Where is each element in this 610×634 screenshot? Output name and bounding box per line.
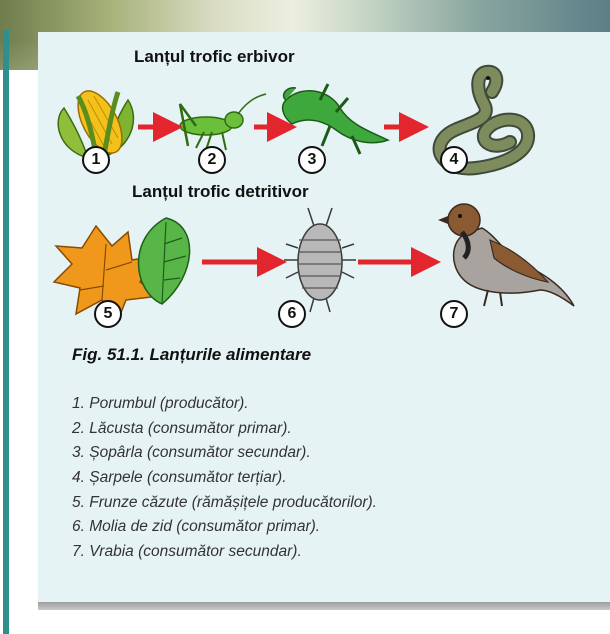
legend-item: 7. Vrabia (consumător secundar). (72, 540, 377, 565)
organism-number-badge: 7 (440, 300, 468, 328)
organism-number-badge: 3 (298, 146, 326, 174)
legend-item: 4. Șarpele (consumător terțiar). (72, 466, 377, 491)
organism-number-badge: 6 (278, 300, 306, 328)
legend-item: 3. Șopârla (consumător secundar). (72, 441, 377, 466)
legend-item: 5. Frunze căzute (rămășițele producători… (72, 491, 377, 516)
figure-caption: Fig. 51.1. Lanțurile alimentare (72, 345, 311, 365)
grasshopper-icon (180, 94, 266, 150)
sparrow-icon (438, 204, 574, 306)
leaves-icon (54, 218, 190, 320)
organism-number-badge: 1 (82, 146, 110, 174)
legend-list: 1. Porumbul (producător). 2. Lăcusta (co… (72, 392, 377, 565)
organism-number-badge: 5 (94, 300, 122, 328)
legend-item: 6. Molia de zid (consumător primar). (72, 515, 377, 540)
lizard-icon (283, 84, 388, 154)
organism-number-badge: 4 (440, 146, 468, 174)
woodlouse-icon (284, 208, 356, 312)
organism-number-badge: 2 (198, 146, 226, 174)
legend-item: 1. Porumbul (producător). (72, 392, 377, 417)
legend-item: 2. Lăcusta (consumător primar). (72, 417, 377, 442)
